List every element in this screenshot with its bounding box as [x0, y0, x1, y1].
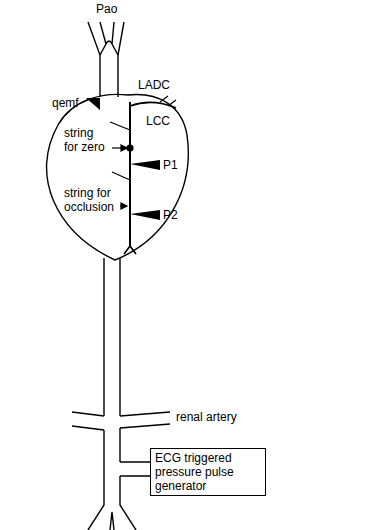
generator-box: ECG triggered pressure pulse generator	[150, 448, 266, 496]
flow-probe	[86, 98, 100, 110]
label-text: Pao	[96, 2, 117, 16]
label-text: LCC	[146, 114, 170, 128]
box-text: ECG triggered pressure pulse generator	[155, 451, 261, 493]
catheter-p1	[130, 160, 160, 170]
label-text: P1	[163, 158, 178, 172]
label-text: LADC	[138, 78, 170, 92]
catheter-p2	[130, 210, 160, 220]
label-text: qemf	[52, 96, 79, 110]
label-text: renal artery	[176, 410, 237, 424]
string-markers	[112, 145, 133, 209]
label-text: P2	[163, 208, 178, 222]
label-text: string for occlusion	[64, 186, 119, 214]
label-text: string for zero	[64, 126, 110, 154]
